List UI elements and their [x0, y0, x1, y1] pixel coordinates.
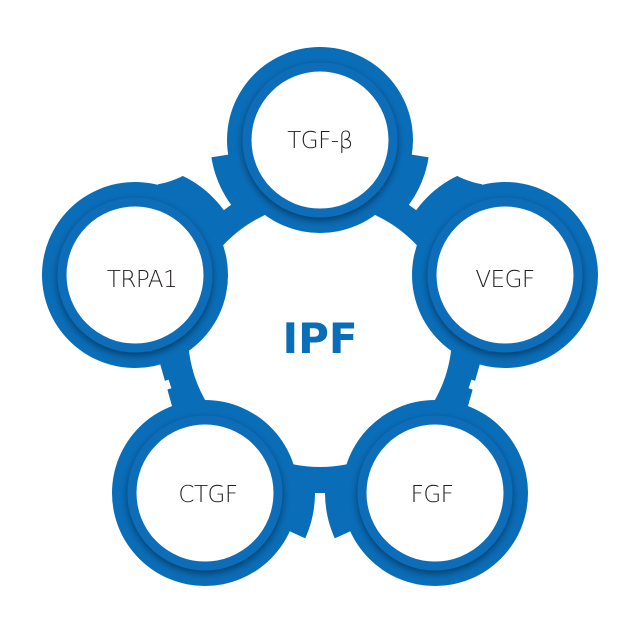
- node-label-trpa1: TRPA1: [107, 267, 177, 293]
- node-tgf-beta: [242, 62, 398, 218]
- node-label-fgf: FGF: [411, 482, 454, 508]
- node-label-vegf: VEGF: [475, 267, 534, 293]
- node-ctgf: [127, 415, 283, 571]
- center-label-ipf: IPF: [282, 314, 357, 363]
- node-fgf: [357, 415, 513, 571]
- node-trpa1: [57, 197, 213, 353]
- node-label-ctgf: CTGF: [178, 482, 237, 508]
- node-label-tgf-beta: TGF-β: [287, 128, 353, 154]
- node-vegf: [427, 197, 583, 353]
